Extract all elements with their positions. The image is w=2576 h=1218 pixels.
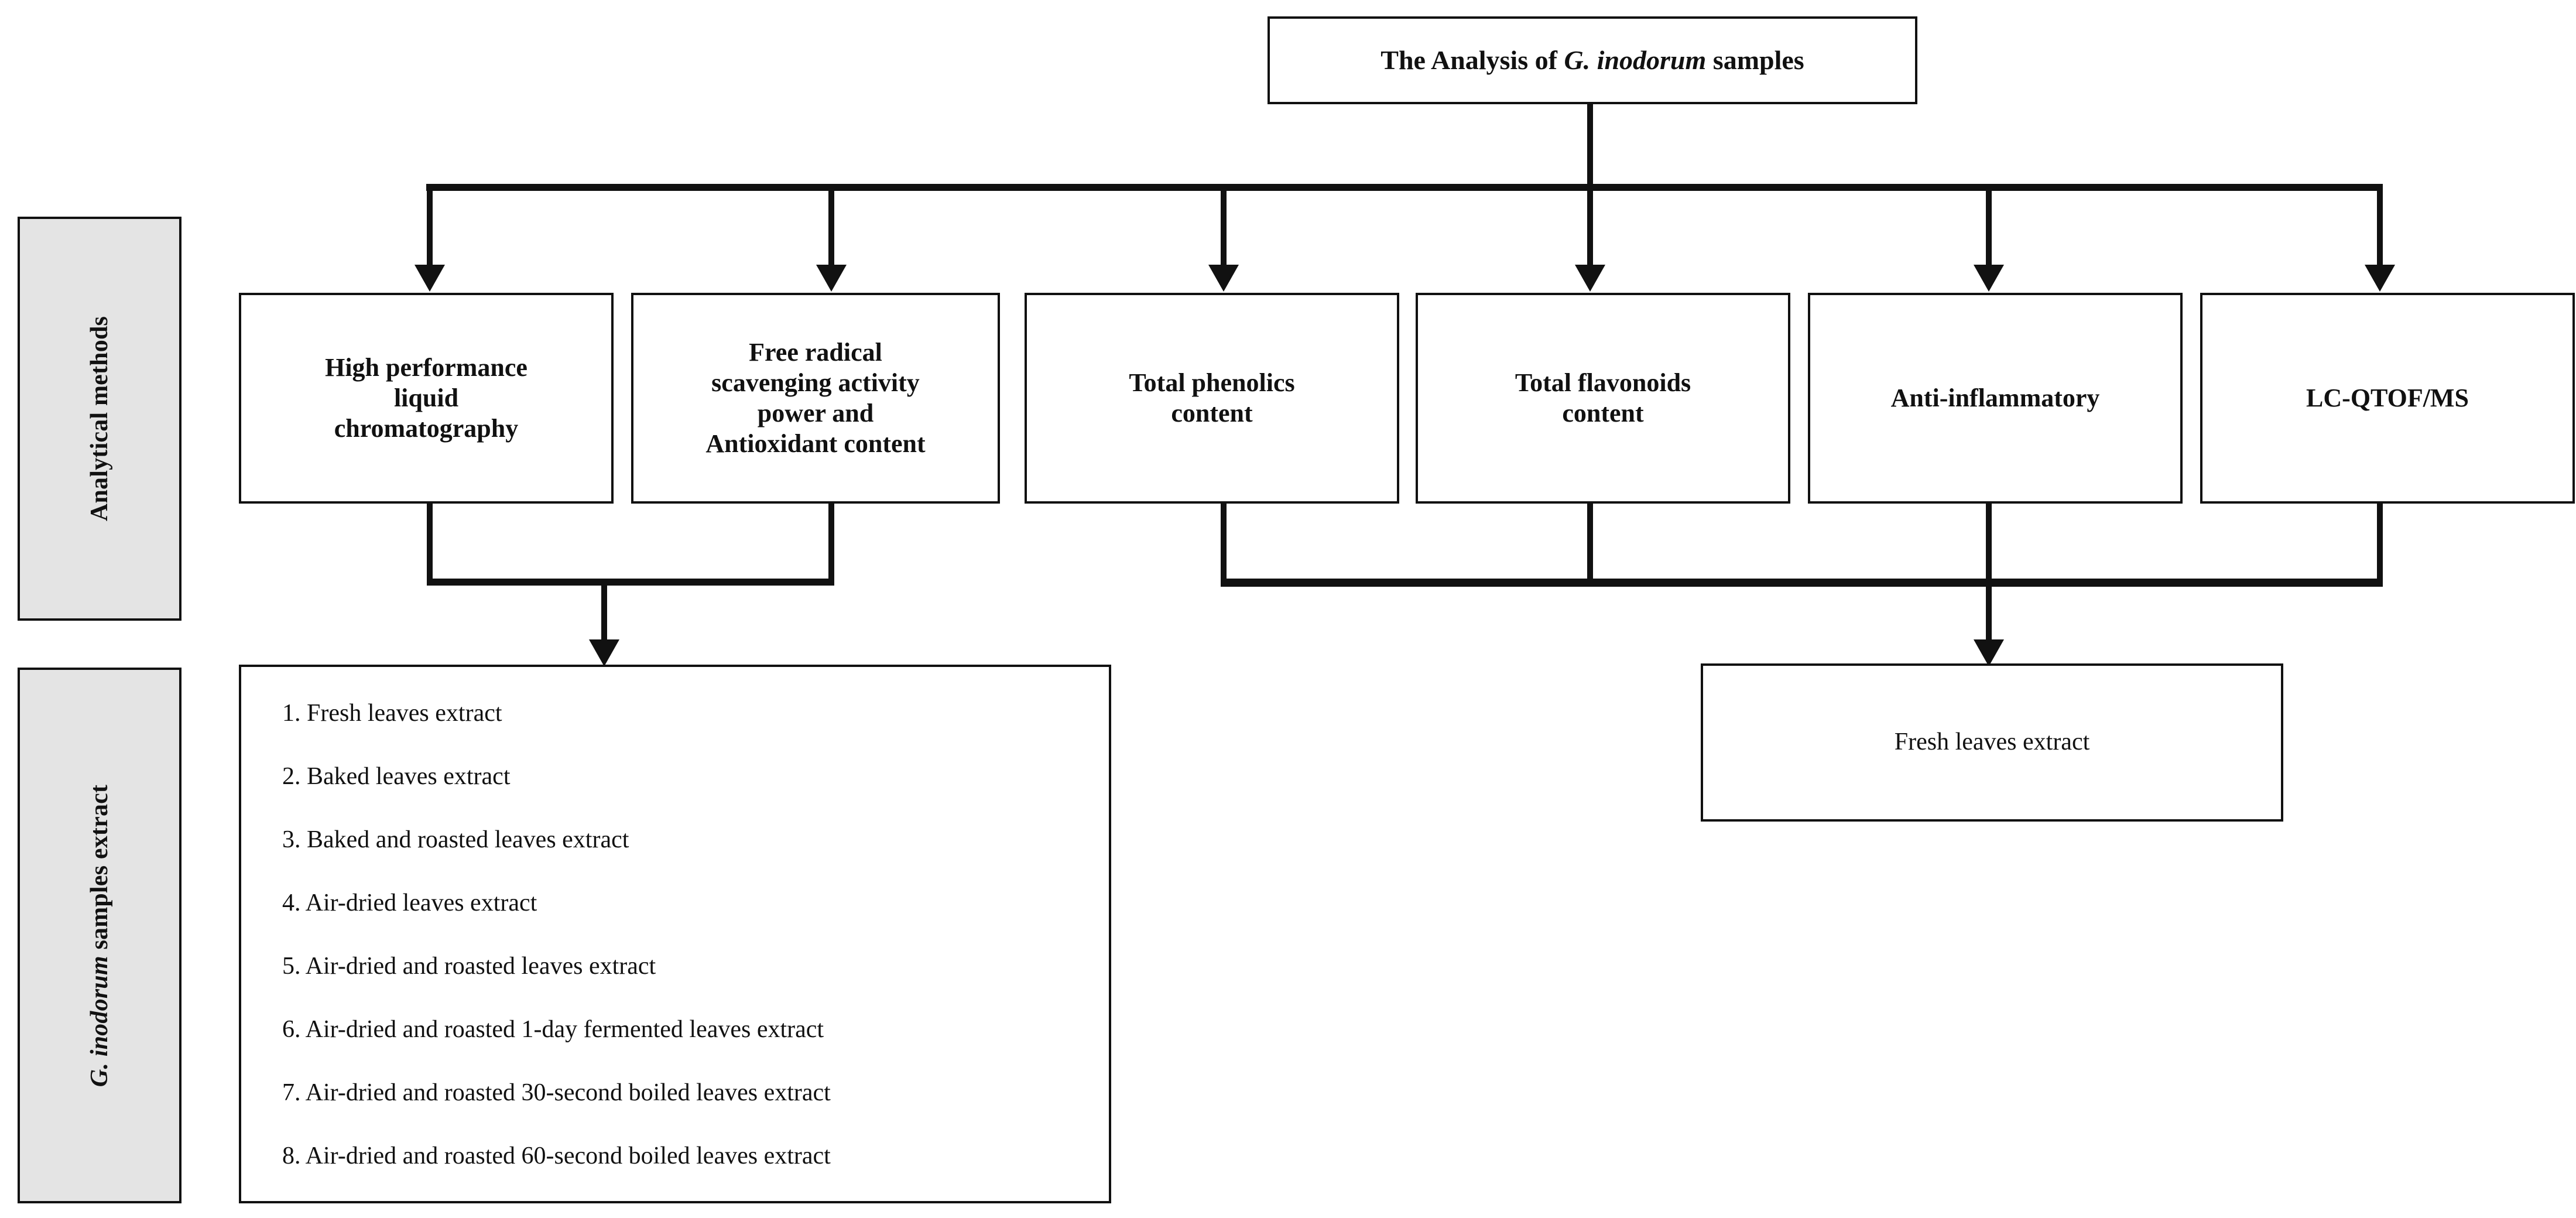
- method-box-lc-qtof-ms[interactable]: LC-QTOF/MS: [2200, 293, 2575, 504]
- title-prefix: The Analysis of: [1381, 45, 1564, 75]
- band-sample-extract-species: G. inodorum: [86, 955, 114, 1087]
- merge-line-total-flavonoids-down: [1587, 504, 1593, 583]
- method-box-total-flavonoids[interactable]: Total flavonoids content: [1416, 293, 1790, 504]
- list-item: 4. Air-dried leaves extract: [282, 889, 537, 916]
- merge-line-total-phenolics-down: [1221, 504, 1227, 583]
- title-species: G. inodorum: [1564, 45, 1707, 75]
- title-box: The Analysis of G. inodorum samples: [1268, 16, 1917, 104]
- method-box-hplc-label: High performance liquid chromatography: [325, 353, 527, 443]
- band-sample-extract-suffix: samples extract: [86, 784, 114, 956]
- top-bus-bar: [426, 184, 2383, 191]
- arrowhead-total-flavonoids-icon: [1575, 265, 1605, 292]
- arrowhead-sample-list-icon: [589, 639, 619, 666]
- method-box-total-phenolics[interactable]: Total phenolics content: [1025, 293, 1399, 504]
- band-analytical-methods-label: Analytical methods: [86, 316, 114, 522]
- merge-line-anti-inflammatory-down: [1986, 504, 1992, 583]
- arrowhead-total-phenolics-icon: [1208, 265, 1239, 292]
- arrowhead-free-radical-icon: [816, 265, 847, 292]
- arrowhead-lc-qtof-ms-icon: [2365, 265, 2395, 292]
- arrowhead-anti-inflammatory-icon: [1974, 265, 2004, 292]
- list-item: 2. Baked leaves extract: [282, 763, 511, 790]
- list-item: 1. Fresh leaves extract: [282, 700, 502, 727]
- list-item: 7. Air-dried and roasted 30-second boile…: [282, 1079, 831, 1106]
- merge-line-lc-qtof-ms-down: [2377, 504, 2383, 583]
- band-sample-extract-label: G. inodorum samples extract: [85, 784, 114, 1086]
- fresh-leaves-extract-label: Fresh leaves extract: [1894, 728, 2090, 756]
- list-item: 6. Air-dried and roasted 1-day fermented…: [282, 1016, 824, 1043]
- method-box-total-flavonoids-label: Total flavonoids content: [1515, 368, 1691, 427]
- band-sample-extract: G. inodorum samples extract: [18, 668, 181, 1203]
- arrowhead-hplc-icon: [415, 265, 445, 292]
- method-box-anti-inflammatory[interactable]: Anti-inflammatory: [1808, 293, 2183, 504]
- method-box-free-radical[interactable]: Free radical scavenging activity power a…: [631, 293, 1000, 504]
- arrowhead-fresh-extract-icon: [1974, 639, 2004, 666]
- branch-line-hplc: [427, 185, 433, 267]
- merge-bar-left: [427, 579, 834, 586]
- list-item: 5. Air-dried and roasted leaves extract: [282, 953, 656, 980]
- branch-line-total-flavonoids: [1587, 185, 1593, 267]
- fresh-leaves-extract-box[interactable]: Fresh leaves extract: [1701, 663, 2283, 822]
- branch-line-total-phenolics: [1221, 185, 1227, 267]
- band-analytical-methods: Analytical methods: [18, 217, 181, 621]
- list-item: 8. Air-dried and roasted 60-second boile…: [282, 1142, 831, 1169]
- merge-line-free-radical-down: [828, 504, 834, 583]
- list-item: 3. Baked and roasted leaves extract: [282, 826, 629, 853]
- method-box-free-radical-label: Free radical scavenging activity power a…: [705, 338, 926, 458]
- method-box-hplc[interactable]: High performance liquid chromatography: [239, 293, 614, 504]
- sample-list-box[interactable]: 1. Fresh leaves extract 2. Baked leaves …: [239, 665, 1111, 1203]
- method-box-lc-qtof-ms-label: LC-QTOF/MS: [2306, 384, 2469, 413]
- merge-stem-to-fresh-extract: [1986, 584, 1992, 644]
- merge-line-hplc-down: [427, 504, 433, 583]
- title-suffix: samples: [1706, 45, 1804, 75]
- branch-line-lc-qtof-ms: [2377, 185, 2383, 267]
- merge-bar-right: [1221, 579, 2383, 587]
- title-text: The Analysis of G. inodorum samples: [1372, 45, 1812, 76]
- branch-line-anti-inflammatory: [1986, 185, 1992, 267]
- merge-stem-to-sample-list: [601, 583, 607, 644]
- title-stem-connector: [1587, 104, 1593, 187]
- method-box-anti-inflammatory-label: Anti-inflammatory: [1890, 384, 2100, 413]
- method-box-total-phenolics-label: Total phenolics content: [1129, 368, 1295, 427]
- branch-line-free-radical: [828, 185, 834, 267]
